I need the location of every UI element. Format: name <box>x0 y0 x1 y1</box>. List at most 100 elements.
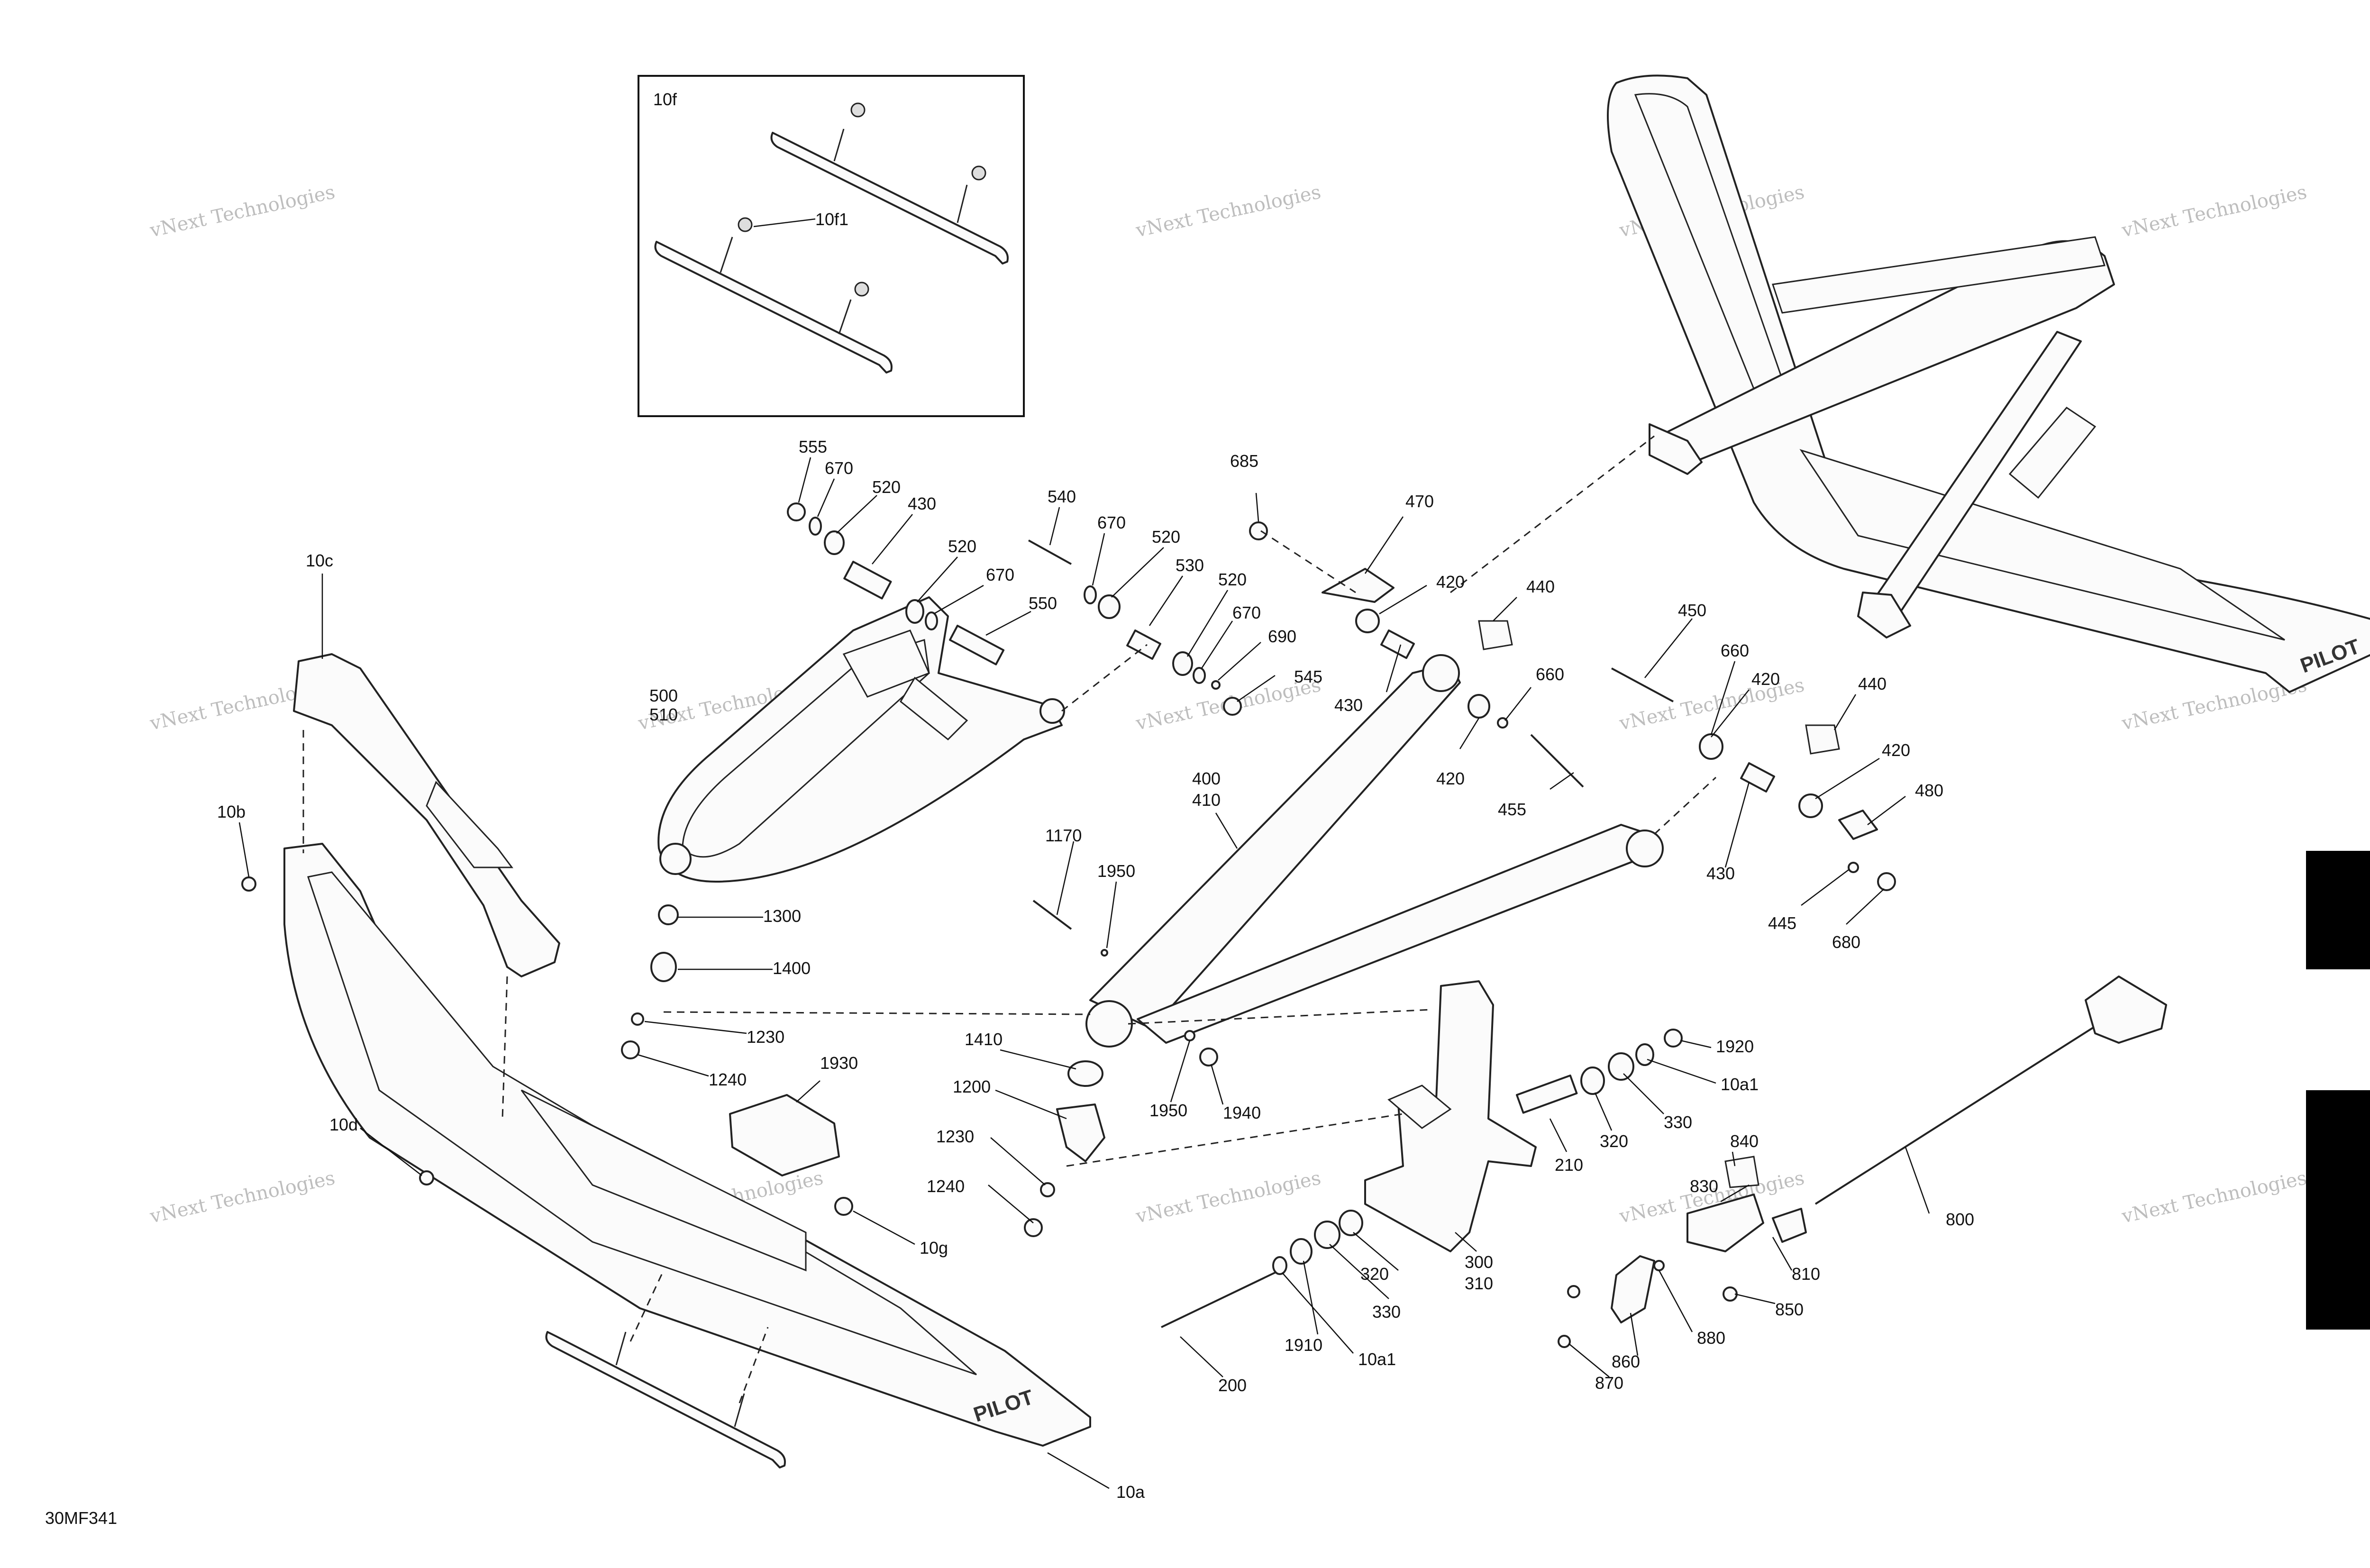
leader-lines <box>238 457 1930 1489</box>
callout-label: 10a <box>1116 1482 1145 1502</box>
callout-label: 1940 <box>1223 1103 1261 1122</box>
runner-10g <box>545 1331 786 1468</box>
callout-label: 530 <box>1176 556 1204 575</box>
callout-label: 10g <box>920 1238 948 1258</box>
ski-handle-10c <box>293 653 560 977</box>
callout-label: 10f1 <box>815 210 848 229</box>
callout-label: 430 <box>1334 695 1363 715</box>
callout-label: 420 <box>1751 669 1780 689</box>
callout-label: 420 <box>1436 572 1465 592</box>
callout-label: 810 <box>1792 1264 1820 1284</box>
callout-label: 210 <box>1555 1155 1583 1175</box>
assembly-lines <box>302 435 1717 1404</box>
callout-label: 870 <box>1595 1373 1623 1393</box>
callout-label: 330 <box>1664 1112 1692 1132</box>
callout-label: 880 <box>1697 1328 1725 1348</box>
callout-label: 1910 <box>1285 1335 1322 1355</box>
inset-title: 10f <box>653 90 677 109</box>
callout-label: 1300 <box>763 906 801 926</box>
callout-label: 1410 <box>965 1030 1003 1049</box>
watermark: vNext Technologies <box>148 1167 337 1228</box>
callout-label: 200 <box>1218 1376 1247 1395</box>
callout-label: 320 <box>1600 1131 1628 1151</box>
callout-label: 410 <box>1192 790 1221 810</box>
callout-label: 10d <box>329 1115 358 1134</box>
callout-label: 660 <box>1536 665 1564 684</box>
callout-label: 660 <box>1721 641 1749 660</box>
watermark: vNext Technologies <box>1134 181 1323 242</box>
callout-label: 510 <box>649 705 678 724</box>
callouts: 10c 10b 10d 10g 10a 10f1 555 670 520 430… <box>217 210 1974 1502</box>
watermark: vNext Technologies <box>2120 181 2309 242</box>
callout-label: 10c <box>306 551 333 570</box>
stopper-1930 <box>729 1094 840 1176</box>
callout-label: 330 <box>1372 1302 1401 1322</box>
hardware <box>241 502 1896 1348</box>
callout-label: 860 <box>1612 1352 1640 1371</box>
callout-label: 420 <box>1436 769 1465 788</box>
callout-label: 480 <box>1915 781 1943 800</box>
ski-10a: PILOT <box>283 843 1091 1447</box>
callout-label: 550 <box>1029 593 1057 613</box>
callout-label: 1950 <box>1149 1101 1187 1120</box>
callout-label: 850 <box>1775 1300 1804 1319</box>
drawing-code: 30MF341 <box>45 1508 117 1528</box>
callout-label: 520 <box>948 537 976 556</box>
assembled-ski-suspension: PILOT <box>1607 74 2370 693</box>
callout-label: 685 <box>1230 451 1258 471</box>
callout-label: 1930 <box>820 1053 858 1073</box>
callout-label: 1230 <box>747 1027 784 1047</box>
callout-label: 520 <box>872 477 901 497</box>
callout-label: 10a1 <box>1358 1349 1396 1369</box>
watermark: vNext Technologies <box>1134 1167 1323 1228</box>
callout-label: 670 <box>825 458 853 478</box>
callout-label: 680 <box>1832 932 1860 952</box>
callout-label: 450 <box>1678 601 1706 620</box>
callout-label: 1950 <box>1097 861 1135 881</box>
callout-label: 440 <box>1858 674 1887 693</box>
callout-label: 400 <box>1192 769 1221 788</box>
callout-label: 500 <box>649 686 678 705</box>
callout-label: 1200 <box>953 1077 991 1096</box>
callout-label: 540 <box>1048 487 1076 506</box>
callout-label: 10b <box>217 802 246 821</box>
lower-a-arm-400 <box>1085 654 1664 1048</box>
callout-label: 310 <box>1465 1274 1493 1293</box>
callout-label: 1230 <box>936 1127 974 1146</box>
callout-label: 320 <box>1360 1264 1389 1284</box>
callout-label: 840 <box>1730 1131 1759 1151</box>
callout-label: 670 <box>1097 513 1126 532</box>
callout-label: 1170 <box>1045 826 1082 845</box>
callout-label: 440 <box>1526 577 1555 596</box>
callout-label: 420 <box>1882 740 1910 760</box>
callout-label: 1400 <box>773 958 811 978</box>
spindle-300 <box>1364 980 1537 1252</box>
callout-label: 830 <box>1690 1176 1718 1196</box>
section-tab-upper <box>2306 851 2370 969</box>
callout-label: 1240 <box>709 1070 747 1089</box>
callout-label: 470 <box>1405 492 1434 511</box>
callout-label: 800 <box>1946 1210 1974 1229</box>
callout-label: 430 <box>908 494 936 513</box>
callout-label: 430 <box>1706 864 1735 883</box>
callout-label: 1920 <box>1716 1037 1754 1056</box>
callout-label: 545 <box>1294 667 1322 686</box>
watermark: vNext Technologies <box>2120 1167 2309 1228</box>
watermark: vNext Technologies <box>148 181 337 242</box>
callout-label: 1240 <box>927 1176 965 1196</box>
callout-label: 555 <box>799 437 827 456</box>
inset-10f: 10f <box>638 75 1025 417</box>
callout-label: 670 <box>986 565 1014 584</box>
callout-label: 690 <box>1268 627 1296 646</box>
upper-a-arm-500 <box>657 596 1065 883</box>
callout-label: 445 <box>1768 913 1796 933</box>
callout-label: 520 <box>1152 527 1180 547</box>
callout-label: 300 <box>1465 1252 1493 1272</box>
section-tab-lower <box>2306 1090 2370 1330</box>
callout-label: 10a1 <box>1721 1075 1759 1094</box>
callout-label: 520 <box>1218 570 1247 589</box>
callout-label: 455 <box>1498 800 1526 819</box>
tie-rod-800 <box>1611 975 2167 1323</box>
callout-label: 670 <box>1232 603 1261 622</box>
